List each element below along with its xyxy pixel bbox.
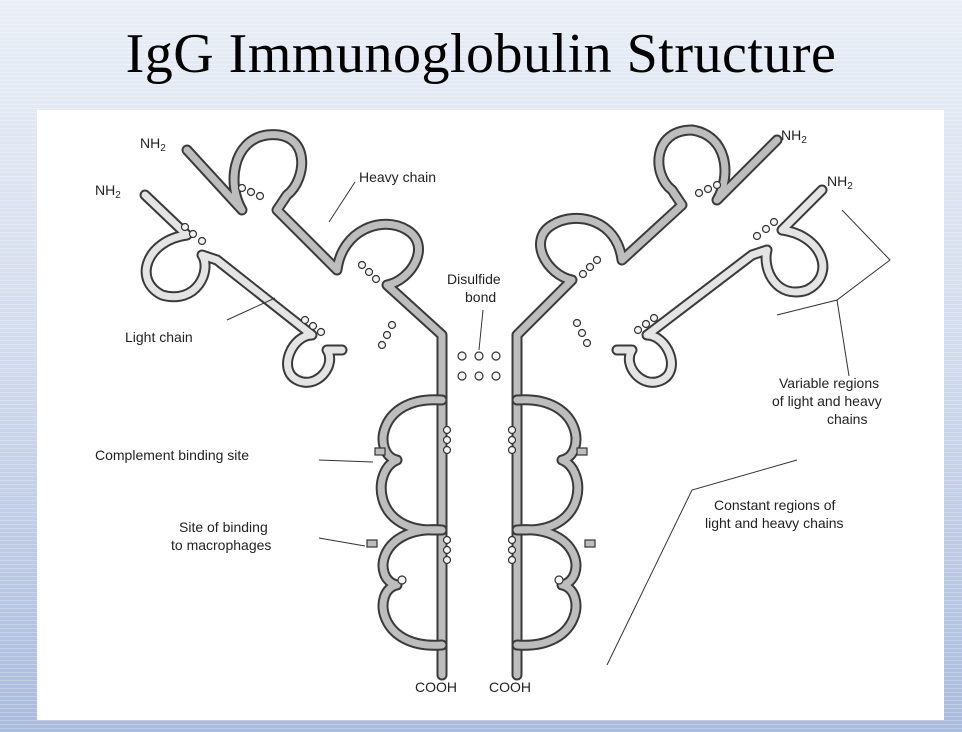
- label-macrophage-1: Site of binding: [179, 519, 268, 535]
- disulfide-bonds: [180, 180, 779, 565]
- label-cooh-right: COOH: [489, 679, 531, 695]
- slide-title: IgG Immunoglobulin Structure: [125, 23, 837, 85]
- right-light-chain: [611, 184, 829, 388]
- label-cooh-left: COOH: [415, 679, 457, 695]
- diagram-labels: NH2 NH2 NH2 NH2 Heavy chain Light chain …: [95, 127, 882, 695]
- nh2-left-light: NH2: [95, 182, 121, 201]
- right-heavy-chain: [511, 124, 783, 681]
- label-disulfide-2: bond: [465, 289, 496, 305]
- igg-diagram: NH2 NH2 NH2 NH2 Heavy chain Light chain …: [95, 124, 891, 695]
- label-variable-1: Variable regions: [779, 375, 879, 391]
- left-heavy-chain: [181, 129, 448, 681]
- label-heavy-chain: Heavy chain: [359, 169, 436, 185]
- label-constant-2: light and heavy chains: [705, 515, 844, 531]
- label-variable-2: of light and heavy: [772, 393, 882, 409]
- leader-lines: [226, 181, 891, 666]
- label-constant-1: Constant regions of: [714, 497, 836, 513]
- nh2-right-heavy: NH2: [781, 127, 807, 146]
- label-complement-site: Complement binding site: [95, 447, 249, 463]
- left-light-chain: [139, 189, 348, 388]
- label-variable-3: chains: [827, 411, 867, 427]
- label-disulfide-1: Disulfide: [447, 271, 501, 287]
- nh2-left-heavy: NH2: [140, 135, 166, 154]
- nh2-right-light: NH2: [827, 173, 853, 192]
- label-light-chain: Light chain: [125, 329, 193, 345]
- antibody-figure: NH2 NH2 NH2 NH2 Heavy chain Light chain …: [37, 110, 944, 720]
- label-macrophage-2: to macrophages: [171, 537, 271, 553]
- binding-site-tabs: [366, 447, 596, 585]
